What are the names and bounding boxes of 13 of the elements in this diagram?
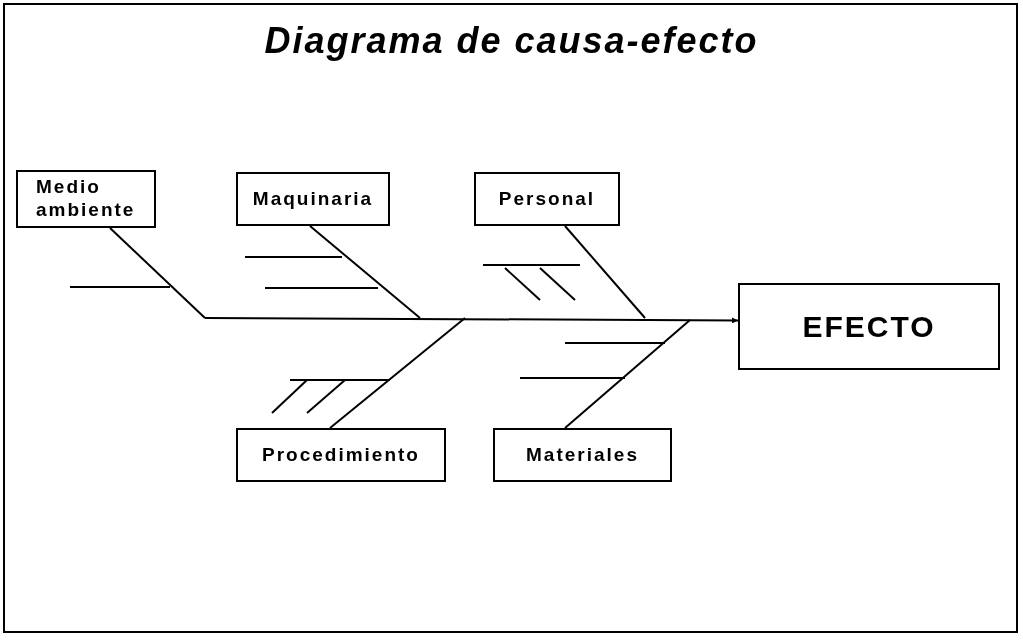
title: Diagrama de causa-efecto — [263, 20, 760, 62]
effect-box: EFECTO — [738, 283, 1000, 370]
spine-arrow — [204, 317, 739, 324]
cause-bone-line — [309, 225, 421, 319]
cause-box: Personal — [474, 172, 620, 226]
cause-bone-line — [329, 317, 466, 429]
cause-box: Materiales — [493, 428, 672, 482]
cause-box: Procedimiento — [236, 428, 446, 482]
cause-box: Maquinaria — [236, 172, 390, 226]
cause-box: Medio ambiente — [16, 170, 156, 228]
cause-bone-line — [109, 227, 206, 319]
cause-bone-line — [564, 225, 646, 319]
cause-bone-line — [564, 319, 691, 429]
